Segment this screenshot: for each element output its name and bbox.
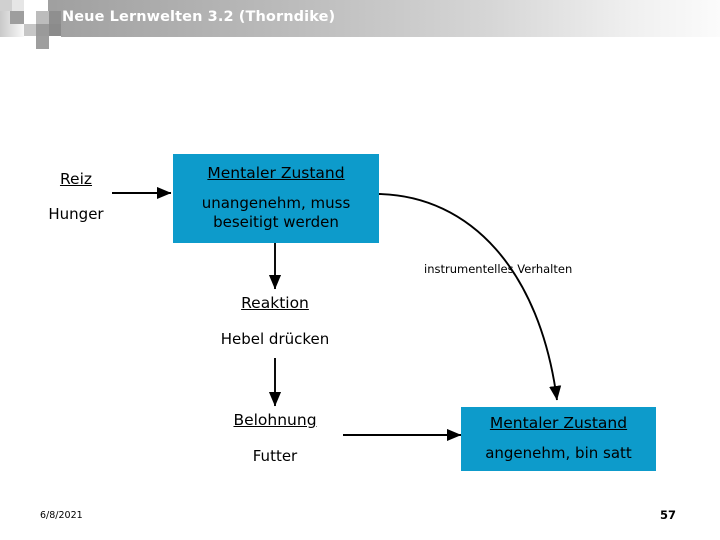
node-reaction-title: Reaktion [241, 294, 309, 312]
header-decoration-square [0, 0, 12, 11]
node-mental-state-top-title: Mentaler Zustand [207, 164, 345, 182]
node-reaction-body: Hebel drücken [220, 330, 330, 348]
header-decoration-square [24, 0, 36, 11]
slide-header-band [0, 0, 720, 37]
node-stimulus-body: Hunger [48, 205, 104, 223]
header-decoration-square [24, 24, 36, 36]
node-mental-state-bottom-title: Mentaler Zustand [489, 414, 628, 432]
header-decoration-square [36, 24, 49, 36]
footer-date: 6/8/2021 [40, 510, 83, 521]
node-stimulus-title: Reiz [59, 170, 93, 188]
arrow-instrumental-behavior-curve [378, 193, 562, 401]
header-decoration-square [36, 0, 48, 11]
header-decoration-square [36, 49, 49, 58]
header-decoration-square [36, 11, 49, 24]
node-mental-state-top: Mentaler Zustand unangenehm, muss beseit… [173, 154, 379, 243]
footer-page-number: 57 [660, 508, 677, 522]
node-reward-body: Futter [252, 447, 298, 465]
header-decoration-square [24, 11, 36, 24]
node-reward-title: Belohnung [233, 411, 317, 429]
header-decoration-square [49, 11, 61, 24]
header-decoration-square [10, 11, 24, 24]
page-title: Neue Lernwelten 3.2 (Thorndike) [62, 9, 336, 25]
header-decoration-square [49, 36, 61, 49]
edge-label-instrumental-behavior: instrumentelles Verhalten [424, 262, 573, 276]
header-decoration-square [12, 0, 24, 11]
header-decoration-square [36, 36, 49, 49]
node-mental-state-top-body-line1: unangenehm, muss [201, 194, 351, 212]
node-mental-state-bottom: Mentaler Zustand angenehm, bin satt [461, 407, 656, 471]
header-decoration-square [24, 36, 36, 49]
header-decoration-square [49, 24, 61, 36]
node-mental-state-bottom-body: angenehm, bin satt [485, 444, 632, 462]
node-mental-state-top-body-line2: beseitigt werden [213, 212, 339, 231]
